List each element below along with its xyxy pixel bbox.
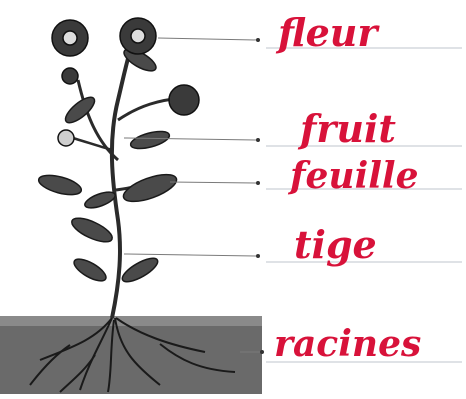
- label-tige: tige: [294, 226, 377, 264]
- writing-lines: [266, 48, 462, 362]
- label-fleur: fleur: [278, 14, 377, 52]
- pointer-tige: [124, 254, 258, 256]
- label-feuille: feuille: [290, 158, 419, 194]
- label-racines: racines: [274, 326, 421, 362]
- label-fruit: fruit: [300, 110, 396, 148]
- leaves: [37, 45, 180, 286]
- fruit: [58, 130, 74, 146]
- pointer-fleur: [158, 38, 258, 40]
- pointer-feuille: [170, 182, 258, 183]
